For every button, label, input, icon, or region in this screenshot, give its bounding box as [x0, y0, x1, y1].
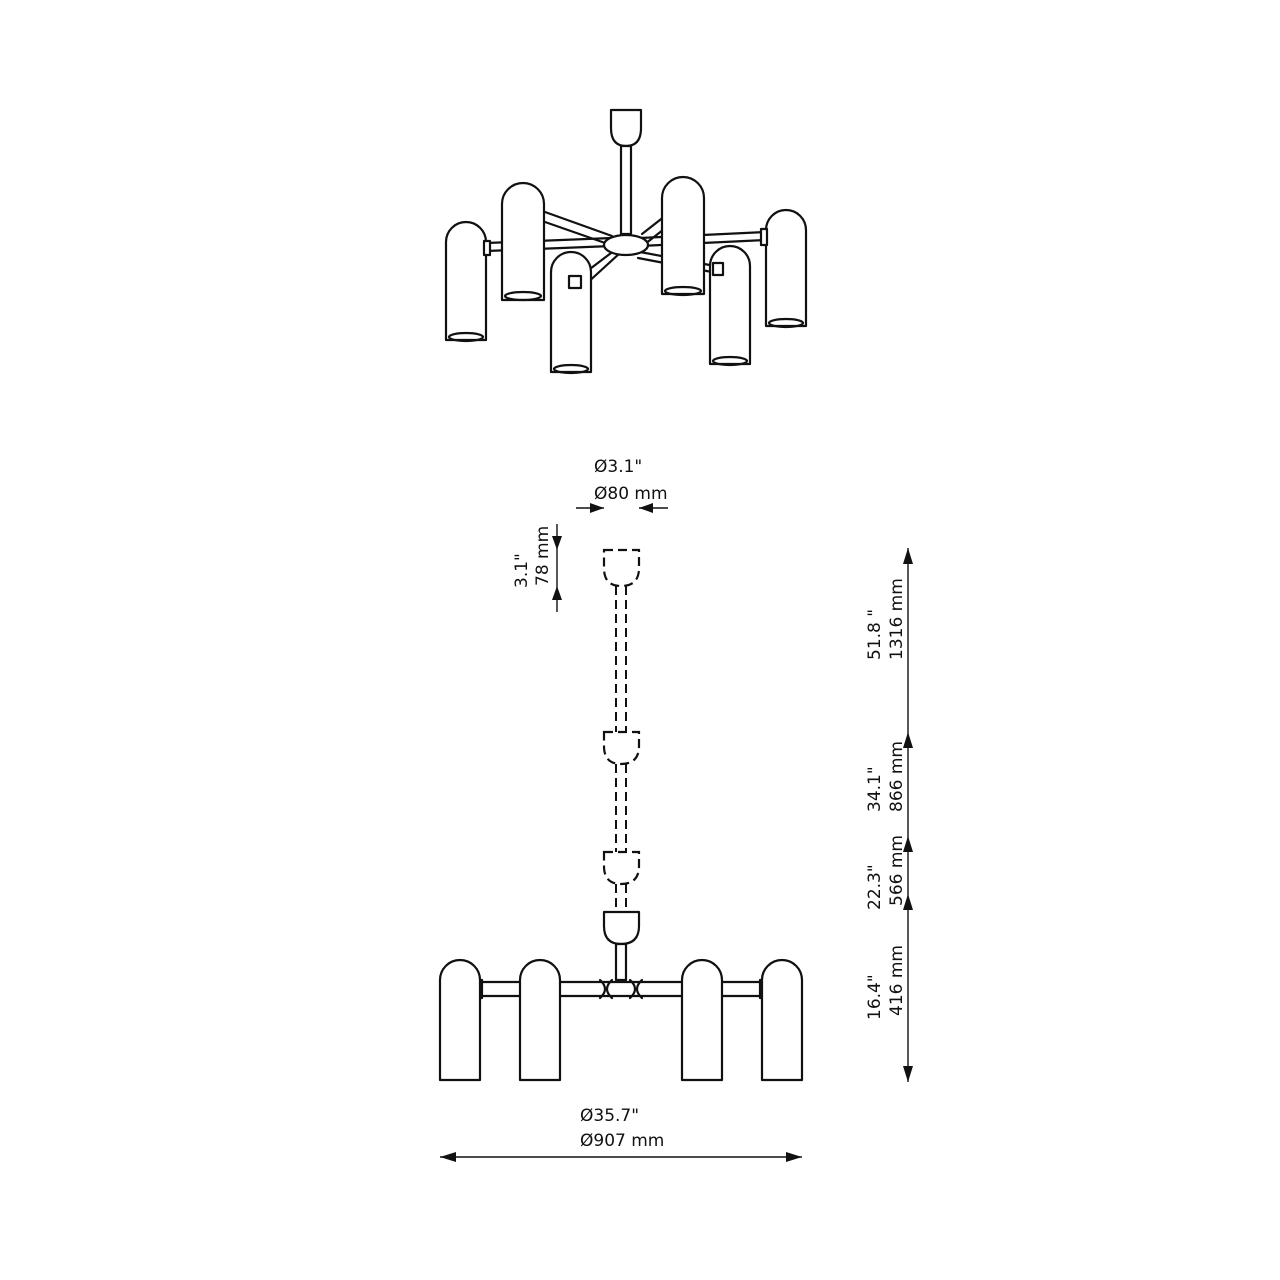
canopy-height-mm: 78 mm — [533, 526, 553, 586]
overall-diameter-in: Ø35.7" — [580, 1106, 639, 1126]
overall-diameter-mm: Ø907 mm — [580, 1131, 664, 1151]
height3-in: 22.3" — [865, 864, 885, 910]
canopy-diameter-in: Ø3.1" — [594, 457, 642, 477]
dimension-lines — [440, 503, 913, 1162]
shade-left-inner — [500, 181, 546, 302]
front-shade-3 — [680, 958, 724, 1082]
fixture-height-mm: 416 mm — [887, 945, 907, 1016]
perspective-view — [444, 108, 808, 375]
perspective-canopy — [609, 108, 643, 148]
canopy-height-in: 3.1" — [512, 553, 532, 588]
perspective-stem — [619, 144, 633, 236]
canopy-solid — [602, 910, 641, 946]
shade-right-outer — [764, 208, 808, 328]
perspective-shades — [444, 175, 808, 375]
shade-right-inner — [660, 175, 706, 296]
max-height-in: 51.8 " — [865, 609, 885, 660]
shade-left-outer — [444, 220, 488, 342]
front-stem — [614, 942, 628, 982]
perspective-hub — [602, 233, 650, 257]
height2-in: 34.1" — [865, 766, 885, 812]
front-shade-1 — [438, 958, 482, 1082]
front-shade-2 — [518, 958, 562, 1082]
front-shade-4 — [760, 958, 804, 1082]
shade-front-left — [549, 250, 593, 374]
canopy-diameter-mm: Ø80 mm — [594, 484, 668, 504]
max-height-mm: 1316 mm — [887, 578, 907, 660]
canopy-dashed — [602, 548, 641, 588]
front-elevation — [438, 548, 804, 1082]
canopy-position-2 — [602, 730, 641, 766]
height3-mm: 566 mm — [887, 835, 907, 906]
height2-mm: 866 mm — [887, 741, 907, 812]
fixture-height-in: 16.4" — [865, 974, 885, 1020]
dimension-labels: Ø3.1" Ø80 mm 3.1" 78 mm 51.8 " 1316 mm 3… — [512, 457, 907, 1151]
canopy-position-3 — [602, 850, 641, 886]
